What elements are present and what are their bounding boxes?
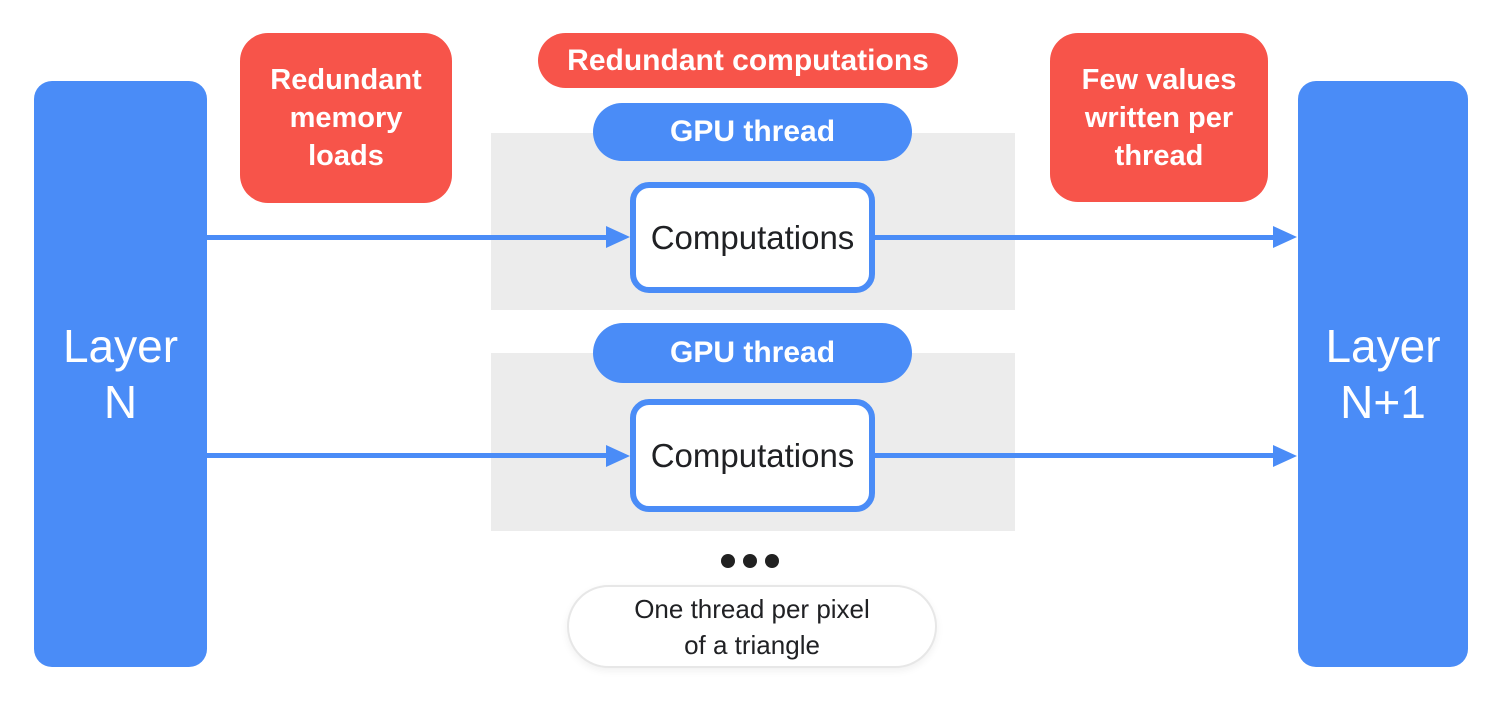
flow-arrow-row2-right-line: [875, 453, 1274, 458]
one-thread-per-pixel-note: One thread per pixel of a triangle: [567, 585, 937, 668]
layer-n-plus-1-box: Layer N+1: [1298, 81, 1468, 667]
footnote-line1: One thread per pixel: [634, 593, 870, 624]
flow-arrow-row1-left-line: [207, 235, 609, 240]
ellipsis-dot-icon: [743, 554, 757, 568]
few-values-callout: Few values written per thread: [1050, 33, 1268, 202]
callout-line: Redundant: [270, 64, 422, 96]
callout-line: Few values: [1081, 63, 1237, 96]
layer-n-plus-1-label-line2: N+1: [1340, 376, 1426, 428]
gpu-thread-label: GPU thread: [669, 336, 836, 369]
redundant-memory-loads-callout: Redundant memory loads: [240, 33, 452, 203]
layer-n-plus-1-label-line1: Layer: [1325, 320, 1441, 372]
layer-n-label-line2: N: [103, 376, 138, 428]
computations-label: Computations: [650, 436, 855, 474]
arrowhead-row2-right-icon: [1273, 445, 1297, 467]
gpu-thread-pill-1: GPU thread: [593, 103, 912, 161]
gpu-thread-label: GPU thread: [669, 115, 836, 148]
layer-n-label-line1: Layer: [62, 320, 179, 372]
ellipsis-dot-icon: [721, 554, 735, 568]
ellipsis-dot-icon: [765, 554, 779, 568]
callout-label: Redundant computations: [567, 43, 929, 77]
layer-n-box: Layer N: [34, 81, 207, 667]
redundant-computations-callout: Redundant computations: [538, 33, 958, 88]
arrowhead-row1-right-icon: [1273, 226, 1297, 248]
arrowhead-row1-left-icon: [606, 226, 630, 248]
callout-line: memory: [289, 102, 403, 134]
callout-line: thread: [1114, 139, 1204, 172]
arrowhead-row2-left-icon: [606, 445, 630, 467]
flow-arrow-row2-left-line: [207, 453, 609, 458]
computations-box-2: Computations: [630, 399, 875, 512]
computations-label: Computations: [650, 218, 855, 256]
gpu-thread-pill-2: GPU thread: [593, 323, 912, 383]
callout-line: loads: [308, 140, 384, 172]
flow-arrow-row1-right-line: [875, 235, 1274, 240]
footnote-line2: of a triangle: [684, 629, 820, 660]
computations-box-1: Computations: [630, 182, 875, 293]
callout-line: written per: [1084, 101, 1234, 134]
